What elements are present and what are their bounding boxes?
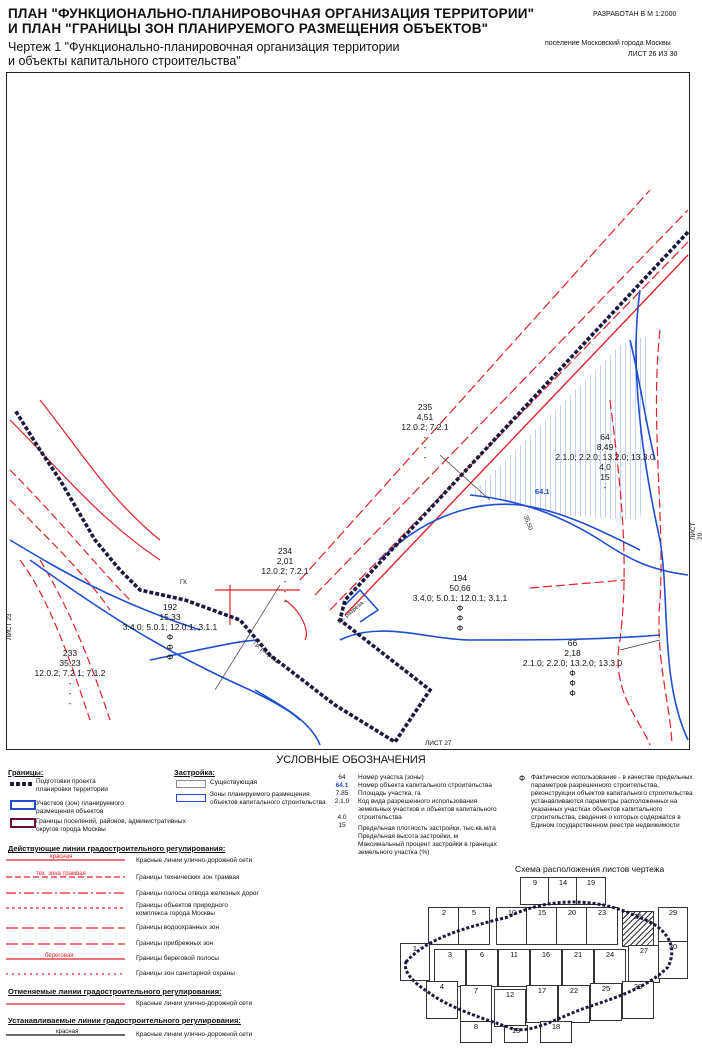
- scheme-cell: 12: [494, 989, 526, 1027]
- scheme-cell: 30: [658, 941, 688, 979]
- red-line-solid: [344, 254, 689, 616]
- leader-lines: [214, 454, 661, 691]
- title-line-2: И ПЛАН "ГРАНИЦЫ ЗОН ПЛАНИРУЕМОГО РАЗМЕЩЕ…: [8, 21, 489, 36]
- sheet-label-left: ЛИСТ 23: [6, 613, 13, 640]
- legend-established-heading: Устанавливаемые линии градостроительного…: [8, 1016, 241, 1025]
- symbol-label-red: красная: [50, 854, 73, 860]
- legend-active-item: Границы прибрежных зон: [136, 940, 214, 947]
- scheme-cell: 5: [458, 907, 490, 945]
- street-label: ГК: [180, 580, 187, 586]
- scheme-cell: 7: [460, 985, 492, 1023]
- scheme-title: Схема расположения листов чертежа: [515, 864, 665, 874]
- red-lines-right: [529, 329, 673, 746]
- sheet-label-bottom: ЛИСТ 27: [425, 740, 452, 747]
- red-lines-left: [9, 399, 307, 721]
- legend-active-item: Границы технических зон трамвая: [136, 874, 240, 881]
- legend-cancelled-heading: Отменяемые линии градостроительного регу…: [8, 987, 222, 996]
- project-boundary: [13, 230, 690, 745]
- symbol-label-tram: тех. зона трамвая: [36, 871, 86, 877]
- symbol-label-shore: береговая: [45, 953, 74, 959]
- settlement-label: поселение Московский города Москвы: [545, 40, 671, 47]
- legend-building-heading: Застройка:: [174, 768, 215, 777]
- scheme-cell: 2: [428, 907, 460, 945]
- legend-title: УСЛОВНЫЕ ОБОЗНАЧЕНИЯ: [276, 754, 426, 766]
- map-drawing: [9, 189, 690, 746]
- scheme-cell: 23: [586, 907, 618, 945]
- drawing-title-1: Чертеж 1 "Функционально-планировочная ор…: [8, 40, 400, 54]
- scheme-cell: 20: [556, 907, 588, 945]
- scheme-cell: 14: [548, 877, 578, 905]
- legend-border-admin: Границы поселений, районов, администрати…: [36, 818, 186, 833]
- legend-key-texts: Номер участка (зоны) Номер объекта капит…: [358, 774, 497, 856]
- zone-64-1-hatch: [470, 335, 650, 520]
- legend-active-item: Границы водоохранных зон: [136, 924, 220, 931]
- scheme-cell: 17: [526, 985, 558, 1023]
- phi-symbol: Ф: [519, 774, 526, 783]
- map-frame: [6, 72, 690, 750]
- scheme-grid: 9 14 19 2 5 10 15 20 23 26 29 1 3 6 11 1…: [398, 877, 688, 1043]
- legend-building-existing: Существующая: [210, 779, 257, 786]
- legend: УСЛОВНЫЕ ОБОЗНАЧЕНИЯ Границы: Подготовки…: [6, 750, 696, 1048]
- legend-symbol-existing: [176, 780, 206, 788]
- scale-label: РАЗРАБОТАН В М 1:2000: [593, 11, 677, 18]
- blue-zone-borders: [9, 289, 689, 746]
- legend-active-item: Красные линии улично-дорожной сети: [136, 857, 253, 864]
- scheme-cell: 19: [576, 877, 606, 905]
- legend-established-item: Красные линии улично-дорожной сети: [136, 1031, 253, 1038]
- legend-cancelled-item: Красные линии улично-дорожной сети: [136, 1000, 253, 1007]
- legend-active-item: Границы береговой полосы: [136, 955, 219, 962]
- title-line-1: ПЛАН "ФУНКЦИОНАЛЬНО-ПЛАНИРОВОЧНАЯ ОРГАНИ…: [8, 6, 535, 21]
- legend-active-item: Границы полосы отвода железных дорог: [136, 890, 259, 897]
- legend-line-symbols: [6, 859, 125, 1036]
- scheme-cell: 9: [520, 877, 550, 905]
- phi-description: Фактическое использование - в качестве п…: [531, 774, 693, 829]
- sheet-number: ЛИСТ 26 ИЗ 30: [628, 51, 678, 58]
- sheet-label-right: ЛИСТ 29: [690, 522, 702, 540]
- legend-symbol-project-border: [10, 782, 32, 786]
- legend-border-zone: Участков (зон) планируемого размещения о…: [36, 800, 124, 815]
- legend-building-planned: Зоны планируемого размещения объектов ка…: [210, 791, 326, 806]
- scheme-cell: 8: [460, 1021, 492, 1043]
- legend-borders-heading: Границы:: [8, 768, 44, 777]
- legend-border-project: Подготовки проекта планировки территории: [36, 778, 108, 793]
- legend-key-numbers: 64 64.1 7.85 2.1.0 4.0 15: [334, 774, 350, 829]
- scheme-cell: 11: [498, 949, 530, 987]
- symbol-label-established: красная: [56, 1029, 79, 1035]
- drawing-title-2: и объекты капитального строительства": [8, 54, 241, 68]
- zone-64-1-label: 64.1: [535, 487, 550, 496]
- scheme-cell: 29: [658, 907, 688, 943]
- scheme-boundary: [403, 900, 674, 1032]
- legend-symbol-zone-border: [10, 800, 36, 810]
- legend-active-item: Границы зон санитарной охраны: [136, 970, 235, 977]
- red-lines-diagonal: [299, 189, 689, 611]
- scheme-cell: 15: [526, 907, 558, 945]
- legend-active-heading: Действующие линии градостроительного рег…: [8, 844, 226, 853]
- legend-symbol-planned: [176, 794, 206, 802]
- legend-symbol-admin-border: [10, 818, 36, 828]
- scheme-cell: 18: [540, 1021, 572, 1043]
- legend-active-item: Границы объектов природного комплекса го…: [136, 902, 228, 917]
